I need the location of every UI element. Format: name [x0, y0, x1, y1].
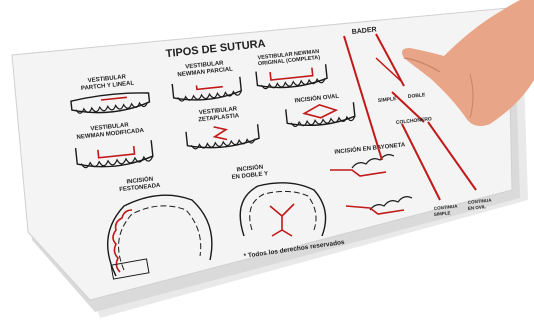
photo-scene: TIPOS DE SUTURA BADER VESTIBULAR PARTCH …	[0, 0, 534, 325]
